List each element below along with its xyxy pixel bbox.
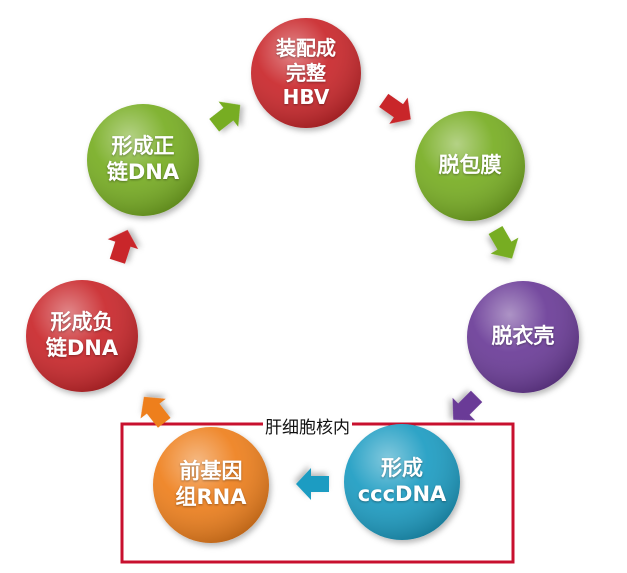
node-negdna — [26, 280, 138, 392]
arrow-uncoat-to-shell — [488, 226, 519, 259]
node-label-line: 形成正 — [111, 134, 175, 159]
node-label-pgrna: 前基因组RNA — [153, 427, 269, 543]
node-assemble — [251, 18, 361, 128]
node-label-line: 组RNA — [175, 485, 247, 509]
arrow-assemble-to-uncoat — [379, 93, 411, 124]
node-posdna — [87, 104, 199, 216]
node-label-line: 脱包膜 — [438, 153, 502, 178]
node-gloss-shell — [467, 281, 579, 393]
node-gloss-cccdna — [344, 424, 460, 540]
node-gloss-negdna — [26, 280, 138, 392]
node-label-line: 形成负 — [50, 310, 114, 335]
node-label-line: HBV — [282, 85, 330, 110]
node-label-line: 形成 — [381, 456, 423, 481]
node-gloss-pgrna — [153, 427, 269, 543]
node-label-line: 装配成 — [276, 36, 336, 61]
cycle-nodes — [26, 18, 579, 543]
node-label-line: cccDNA — [357, 482, 447, 506]
arrow-negdna-to-posdna — [107, 229, 139, 264]
node-label-posdna: 形成正链DNA — [87, 104, 199, 216]
node-label-line: 前基因 — [179, 459, 243, 484]
node-label-uncoat: 脱包膜 — [415, 111, 525, 221]
node-gloss-assemble — [251, 18, 361, 128]
node-cccdna — [344, 424, 460, 540]
node-label-line: 脱衣壳 — [491, 324, 555, 349]
nucleus-region-label: 肝细胞核内 — [263, 413, 352, 438]
cycle-arrows — [107, 93, 519, 500]
arrow-shell-to-cccdna — [452, 390, 483, 421]
node-gloss-uncoat — [415, 111, 525, 221]
node-gloss-posdna — [87, 104, 199, 216]
arrow-posdna-to-assemble — [209, 101, 241, 132]
node-label-line: 链DNA — [106, 160, 180, 184]
arrow-pgrna-to-negdna — [140, 396, 171, 428]
node-label-shell: 脱衣壳 — [467, 281, 579, 393]
node-label-line: 完整 — [286, 60, 326, 85]
node-pgrna — [153, 427, 269, 543]
node-uncoat — [415, 111, 525, 221]
node-label-line: 链DNA — [45, 336, 119, 360]
arrow-cccdna-to-pgrna — [296, 468, 329, 500]
node-shell — [467, 281, 579, 393]
node-label-negdna: 形成负链DNA — [26, 280, 138, 392]
